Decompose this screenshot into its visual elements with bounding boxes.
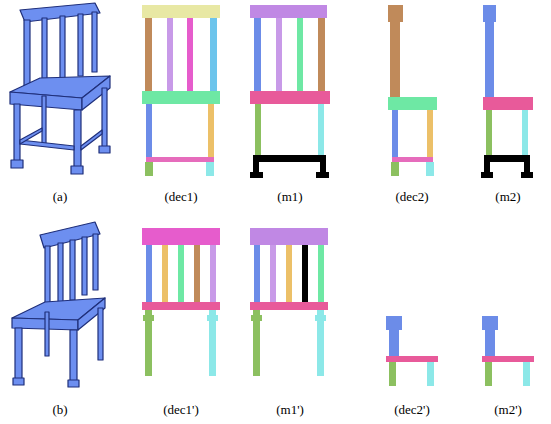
panel-label: (m2): [495, 189, 520, 205]
segmentation-m1: [250, 5, 330, 178]
panel-label: (a): [53, 189, 67, 205]
segmentation-dec2: [388, 5, 437, 176]
panel-label: (dec2'): [394, 402, 430, 418]
segmentation-m2-prime: [482, 316, 534, 386]
panel-label: (dec1'): [163, 402, 199, 418]
segmentation-dec1-prime: [142, 228, 220, 376]
panel-label: (m2'): [494, 402, 522, 418]
panel-label: (b): [52, 402, 67, 418]
chair-illustration-a: [10, 3, 110, 174]
segmentation-dec2-prime: [386, 316, 438, 386]
panel-label: (dec1): [164, 189, 197, 205]
panel-label: (m1): [277, 189, 302, 205]
panel-label: (dec2): [395, 189, 428, 205]
segmentation-m2: [481, 5, 533, 178]
panel-label: (m1'): [276, 402, 304, 418]
segmentation-m1-prime: [250, 228, 328, 376]
chair-illustration-b: [12, 222, 105, 387]
segmentation-dec1: [142, 5, 220, 176]
